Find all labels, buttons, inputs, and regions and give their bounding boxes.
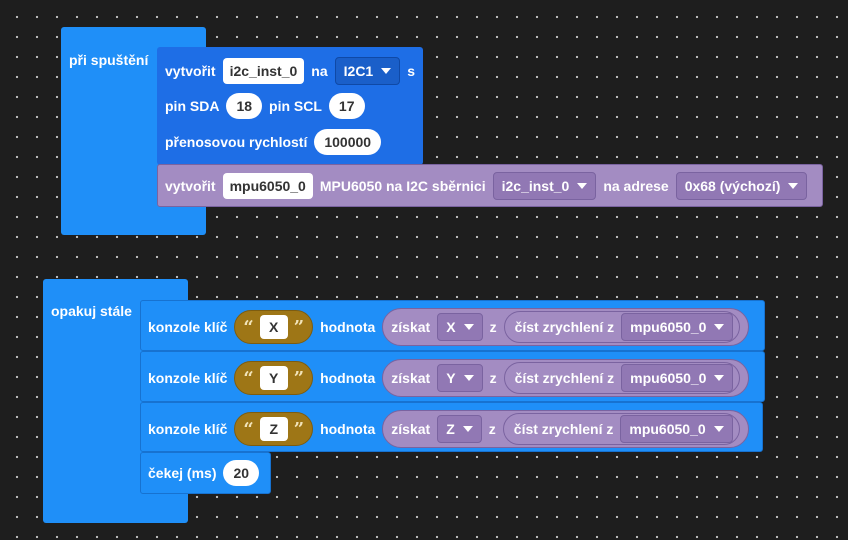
on-label: na	[311, 63, 328, 79]
console-log-block[interactable]: konzole klíč “ Z ” hodnota získat Z z čí…	[140, 402, 763, 452]
forever-label: opakuj stále	[51, 303, 132, 319]
console-key-label: konzole klíč	[148, 319, 228, 335]
close-quote-icon: ”	[293, 367, 305, 389]
close-quote-icon: ”	[293, 418, 305, 440]
string-literal-block[interactable]: “ Y ”	[234, 361, 314, 395]
mpu-address-value: 0x68 (výchozí)	[684, 178, 781, 194]
on-start-label: při spuštění	[69, 52, 149, 68]
console-key-label: konzole klíč	[148, 370, 228, 386]
read-acceleration-block[interactable]: číst zrychlení z mpu6050_0	[503, 311, 741, 343]
device-value: mpu6050_0	[630, 370, 707, 386]
get-label: získat	[391, 370, 431, 386]
read-acceleration-block[interactable]: číst zrychlení z mpu6050_0	[502, 413, 740, 445]
address-label: na adrese	[603, 178, 669, 194]
get-label: získat	[391, 319, 431, 335]
open-quote-icon: “	[243, 367, 254, 389]
mpu-bus-dropdown[interactable]: i2c_inst_0	[492, 172, 597, 200]
i2c-bus-value: I2C1	[343, 63, 374, 79]
speed-label: přenosovou rychlostí	[165, 134, 308, 150]
device-value: mpu6050_0	[629, 421, 706, 437]
chevron-down-icon	[577, 183, 588, 189]
chevron-down-icon	[463, 324, 474, 330]
i2c-instance-name-field[interactable]: i2c_inst_0	[222, 58, 305, 84]
string-input[interactable]: Y	[259, 366, 288, 390]
scl-pin-input[interactable]: 17	[328, 93, 365, 119]
create-label: vytvořit	[165, 178, 216, 194]
string-literal-block[interactable]: “ X ”	[234, 310, 314, 344]
create-label: vytvořit	[165, 63, 216, 79]
string-literal-block[interactable]: “ Z ”	[234, 412, 314, 446]
create-mpu6050-block[interactable]: vytvořit mpu6050_0 MPU6050 na I2C sběrni…	[157, 164, 823, 207]
axis-dropdown[interactable]: X	[437, 313, 483, 341]
mpu-bus-value: i2c_inst_0	[501, 178, 570, 194]
value-label: hodnota	[320, 319, 376, 335]
string-input[interactable]: Z	[259, 417, 288, 441]
string-input[interactable]: X	[259, 315, 288, 339]
wait-ms-input[interactable]: 20	[223, 460, 260, 486]
wait-block[interactable]: čekej (ms) 20	[140, 452, 271, 494]
close-quote-icon: ”	[293, 316, 305, 338]
get-label: získat	[391, 421, 431, 437]
chevron-down-icon	[714, 375, 725, 381]
open-quote-icon: “	[243, 316, 254, 338]
mpu-bus-label: MPU6050 na I2C sběrnici	[319, 178, 486, 194]
chevron-down-icon	[463, 375, 474, 381]
axis-value: Z	[446, 421, 455, 437]
open-quote-icon: “	[243, 418, 254, 440]
mpu-address-dropdown[interactable]: 0x68 (výchozí)	[675, 172, 808, 200]
with-label: s	[407, 63, 416, 79]
wait-label: čekej (ms)	[148, 465, 217, 481]
console-key-label: konzole klíč	[148, 421, 228, 437]
read-acceleration-label: číst zrychlení z	[513, 421, 614, 437]
console-log-block[interactable]: konzole klíč “ X ” hodnota získat X z čí…	[140, 300, 765, 351]
chevron-down-icon	[788, 183, 799, 189]
axis-dropdown[interactable]: Y	[437, 364, 483, 392]
scl-label: pin SCL	[269, 98, 322, 114]
axis-dropdown[interactable]: Z	[437, 415, 482, 443]
device-dropdown[interactable]: mpu6050_0	[621, 313, 734, 341]
value-label: hodnota	[320, 421, 376, 437]
sda-label: pin SDA	[165, 98, 220, 114]
sda-pin-input[interactable]: 18	[226, 93, 263, 119]
from-label: z	[489, 319, 497, 335]
device-value: mpu6050_0	[630, 319, 707, 335]
chevron-down-icon	[462, 426, 473, 432]
get-axis-block[interactable]: získat Z z číst zrychlení z mpu6050_0	[382, 410, 749, 448]
read-acceleration-label: číst zrychlení z	[514, 370, 615, 386]
chevron-down-icon	[381, 68, 392, 74]
get-axis-block[interactable]: získat X z číst zrychlení z mpu6050_0	[382, 308, 750, 346]
from-label: z	[489, 370, 497, 386]
from-label: z	[488, 421, 496, 437]
value-label: hodnota	[320, 370, 376, 386]
create-i2c-block[interactable]: vytvořit i2c_inst_0 na I2C1 s pin SDA 18…	[157, 47, 423, 165]
speed-input[interactable]: 100000	[314, 129, 382, 155]
mpu-instance-name-field[interactable]: mpu6050_0	[222, 173, 313, 199]
console-log-block[interactable]: konzole klíč “ Y ” hodnota získat Y z čí…	[140, 351, 765, 402]
get-axis-block[interactable]: získat Y z číst zrychlení z mpu6050_0	[382, 359, 750, 397]
axis-value: Y	[446, 370, 456, 386]
device-dropdown[interactable]: mpu6050_0	[621, 364, 734, 392]
read-acceleration-block[interactable]: číst zrychlení z mpu6050_0	[503, 362, 741, 394]
read-acceleration-label: číst zrychlení z	[514, 319, 615, 335]
device-dropdown[interactable]: mpu6050_0	[620, 415, 733, 443]
axis-value: X	[446, 319, 456, 335]
i2c-bus-dropdown[interactable]: I2C1	[334, 57, 401, 85]
chevron-down-icon	[714, 324, 725, 330]
chevron-down-icon	[713, 426, 724, 432]
